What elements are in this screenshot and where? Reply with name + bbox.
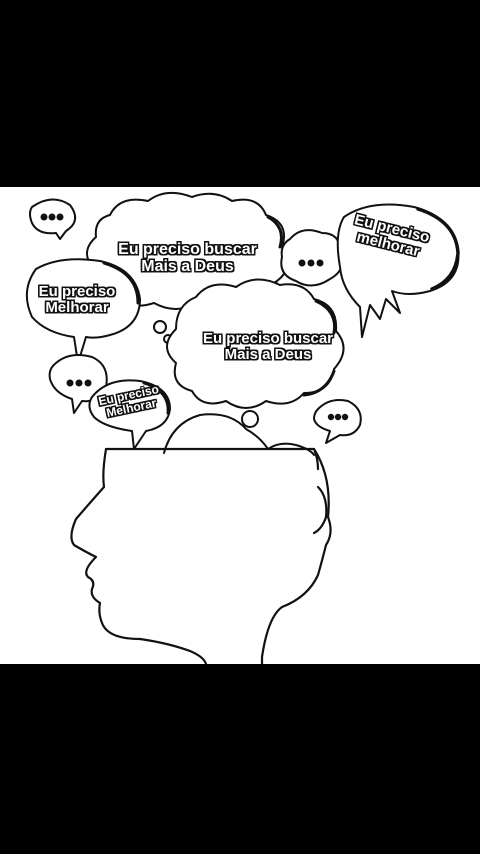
speech-bubble-dots-right [313, 399, 362, 444]
head-thought-bubbles-illustration: Eu preciso buscar Mais a Deus Eu preciso… [0, 187, 480, 664]
bubble-text-left-line1: Eu preciso [38, 283, 116, 300]
thought-cloud-dots-upper-right [280, 229, 344, 287]
bubble-text-top-center-line1: Eu preciso buscar [118, 241, 257, 258]
speech-bubble-dots-top-left [29, 198, 77, 240]
cloud-rising-from-head [163, 413, 315, 456]
head-outline [70, 447, 332, 664]
letterbox-top [0, 0, 480, 187]
drawing [25, 191, 460, 664]
bubble-text-center-line2: Mais a Deus [224, 345, 312, 363]
thought-cloud-center [166, 278, 345, 449]
letterbox-bottom [0, 664, 480, 854]
bubble-text-top-center-line2: Mais a Deus [141, 257, 234, 275]
bubble-text-top-center: Eu preciso buscar Mais a Deus [100, 241, 275, 276]
bubble-text-left-line2: Melhorar [45, 298, 109, 316]
speech-bubble-small-left [88, 379, 171, 450]
speech-bubble-right [336, 203, 460, 338]
bubble-text-left: Eu preciso Melhorar [28, 284, 126, 316]
bubble-text-center-line1: Eu preciso buscar [202, 330, 334, 347]
speech-bubble-left [25, 258, 141, 364]
bubble-text-center: Eu preciso buscar Mais a Deus [186, 331, 350, 363]
